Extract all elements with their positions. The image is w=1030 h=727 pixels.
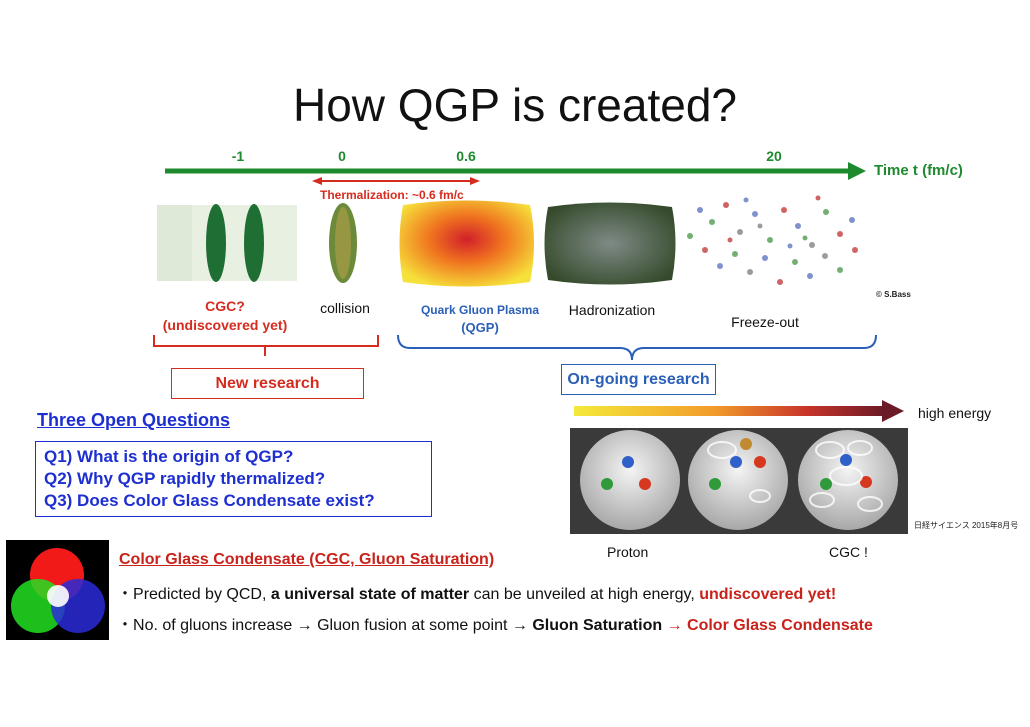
hadronization-label: Hadronization — [568, 302, 656, 318]
energy-gradient-bar — [574, 406, 884, 416]
nucleus-sheet-right — [244, 204, 264, 282]
question-1: Q1) What is the origin of QGP? — [44, 447, 294, 466]
source-credit: 日経サイエンス 2015年8月号 — [914, 521, 1019, 530]
qgp-label-line2: (QGP) — [461, 320, 499, 335]
image-credit: © S.Bass — [876, 290, 911, 299]
gluon-rings — [707, 440, 883, 512]
cgc-label-line2: (undiscovered yet) — [162, 317, 288, 333]
ongoing-research-brace — [397, 334, 877, 361]
intermediate-ball — [688, 430, 788, 530]
bullet-2: ・No. of gluons increase → Gluon fusion a… — [117, 617, 873, 634]
new-research-brace — [153, 335, 379, 356]
cgc-section-title: Color Glass Condensate (CGC, Gluon Satur… — [119, 551, 495, 568]
question-3: Q3) Does Color Glass Condensate exist? — [44, 491, 375, 510]
cgc-ball — [798, 430, 898, 530]
questions-title: Three Open Questions — [37, 410, 231, 430]
questions-box: Q1) What is the origin of QGP? Q2) Why Q… — [35, 441, 432, 517]
new-research-box: New research — [171, 368, 364, 399]
proton-ball — [580, 430, 680, 530]
tick-0-6: 0.6 — [456, 148, 476, 164]
cgc-label-line1: CGC? — [205, 298, 245, 314]
energy-arrowhead — [882, 400, 904, 422]
question-2: Q2) Why QGP rapidly thermalized? — [44, 469, 326, 488]
page-title: How QGP is created? — [292, 79, 737, 131]
qgp-blob — [399, 200, 534, 287]
hadronization-blob — [544, 202, 676, 285]
tick-20: 20 — [766, 148, 782, 164]
cgc-panel-label: CGC ! — [829, 544, 868, 560]
ongoing-research-box: On-going research — [561, 364, 716, 395]
bullet-1: ・Predicted by QCD, a universal state of … — [117, 586, 837, 603]
nucleus-sheet-left — [206, 204, 226, 282]
time-axis-arrowhead — [848, 162, 866, 180]
tick-0: 0 — [338, 148, 346, 164]
high-energy-label: high energy — [918, 405, 992, 421]
quarks — [601, 438, 872, 490]
tick-minus1: -1 — [231, 148, 245, 164]
collision-label: collision — [320, 300, 370, 316]
axis-label: Time t (fm/c) — [874, 162, 963, 179]
freeze-out-particles — [687, 195, 858, 285]
qgp-label-line1: Quark Gluon Plasma — [420, 303, 540, 317]
thermalization-label: Thermalization: ~0.6 fm/c — [320, 188, 464, 202]
proton-label: Proton — [607, 544, 649, 560]
freeze-out-label: Freeze-out — [731, 314, 799, 330]
